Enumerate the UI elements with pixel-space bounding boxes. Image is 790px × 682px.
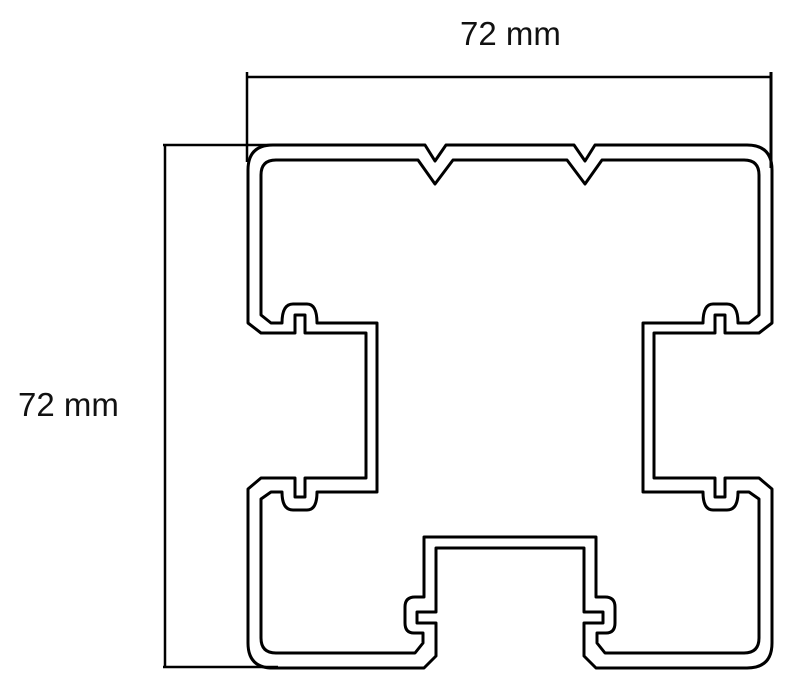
height-dimension-label: 72 mm <box>18 386 119 423</box>
dimension-lines <box>163 72 773 669</box>
aluminium-profile <box>246 143 774 670</box>
inner-contour-right <box>510 158 761 655</box>
profile-right-half <box>510 143 774 670</box>
outer-contour-right <box>510 143 774 670</box>
outer-contour-left <box>246 143 510 670</box>
profile-left-half <box>246 143 510 670</box>
inner-contour-left <box>259 158 510 655</box>
width-dimension-label: 72 mm <box>460 15 561 52</box>
